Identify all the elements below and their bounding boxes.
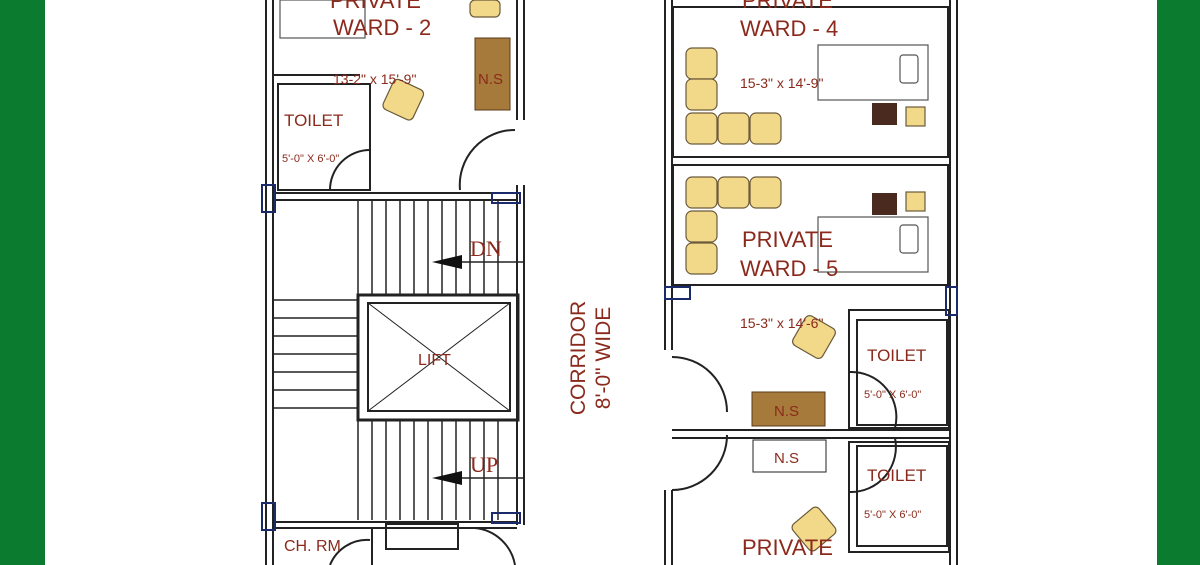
nurse-station-left bbox=[474, 37, 511, 111]
corridor-label: CORRIDOR bbox=[567, 301, 590, 415]
ns-left-label: N.S bbox=[478, 71, 503, 88]
stair-dn-label: DN bbox=[470, 236, 502, 261]
ward5-title-top: PRIVATE bbox=[742, 227, 833, 252]
right-green-border bbox=[1157, 0, 1200, 565]
ward5-size: 15-3" x 14'-6" bbox=[740, 315, 823, 331]
ward5-title: WARD - 5 bbox=[740, 256, 838, 281]
ward4-size: 15-3" x 14'-9" bbox=[740, 75, 823, 91]
change-room-label: CH. RM bbox=[284, 538, 341, 555]
lift-label: LIFT bbox=[418, 352, 451, 369]
corridor-width-label: 8'-0" WIDE bbox=[592, 307, 615, 409]
toilet-r2-size: 5'-0" X 6'-0" bbox=[864, 509, 921, 521]
toilet-r2-title: TOILET bbox=[867, 466, 926, 485]
nurse-station-right bbox=[751, 391, 826, 427]
toilet-left-title: TOILET bbox=[284, 111, 343, 130]
toilet-r1-size: 5'-0" X 6'-0" bbox=[864, 389, 921, 401]
ward4-title-top: PRIVATE bbox=[742, 0, 833, 13]
ward2-title-top: PRIVATE bbox=[330, 0, 421, 13]
left-green-border bbox=[0, 0, 45, 565]
ward2-size: 13-2" x 15'-9" bbox=[333, 71, 416, 87]
ns-r2-label: N.S bbox=[774, 450, 799, 467]
toilet-left-size: 5'-0" X 6'-0" bbox=[282, 153, 339, 165]
ward4-title: WARD - 4 bbox=[740, 16, 838, 41]
toilet-r1-title: TOILET bbox=[867, 346, 926, 365]
ward6-title-top: PRIVATE bbox=[742, 535, 833, 560]
stair-up-label: UP bbox=[470, 452, 498, 477]
ns-r1-label: N.S bbox=[774, 403, 799, 420]
ward2-title: WARD - 2 bbox=[333, 15, 431, 40]
